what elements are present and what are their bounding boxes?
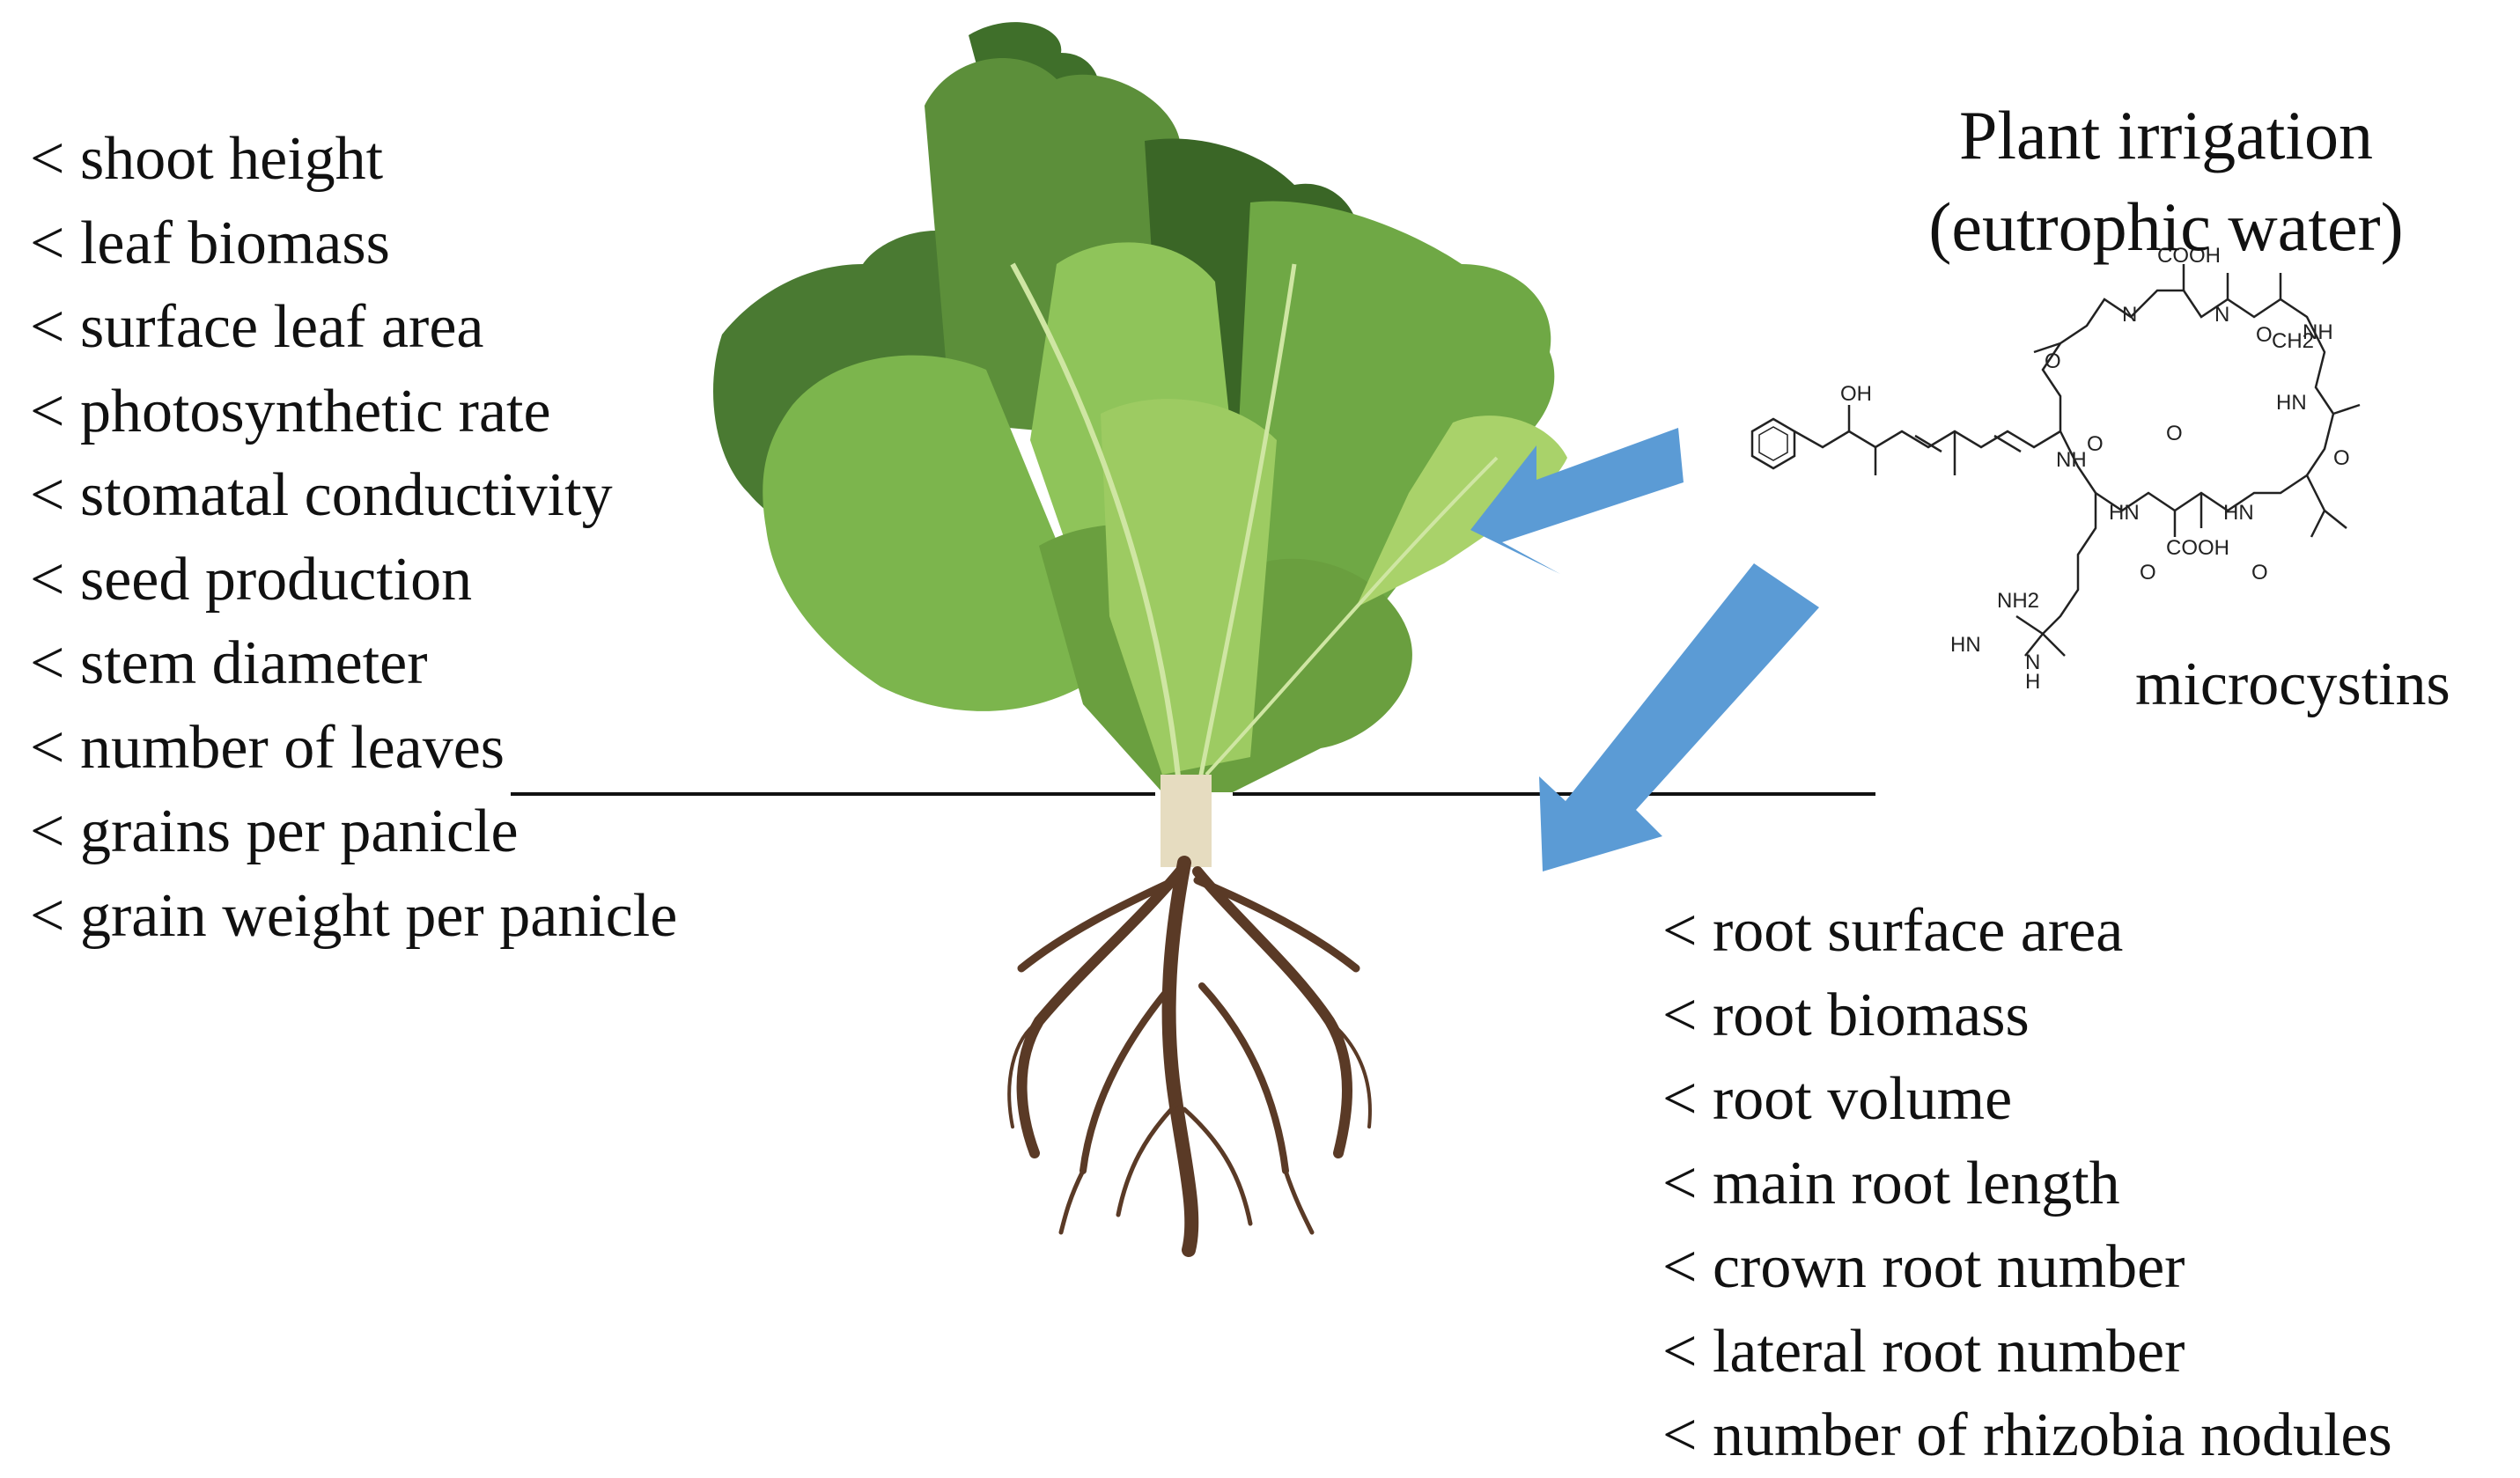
root-effect-item: < main root length: [1662, 1149, 2120, 1217]
root-effect-item: < number of rhizobia nodules: [1662, 1401, 2392, 1469]
shoot-effects-list: < shoot height < leaf biomass < surface …: [30, 117, 677, 958]
chem-label-hn-mid-2: HN: [2223, 501, 2254, 525]
chem-label-nh-left: NH: [2056, 448, 2087, 472]
chem-label-n-methyl-2: N: [2214, 303, 2229, 327]
chem-label-nh-right: NH: [2303, 320, 2333, 344]
chem-label-n-methyl: N: [2122, 303, 2137, 327]
root-effect-item: < crown root number: [1662, 1233, 2185, 1301]
shoot-effect-item: < grains per panicle: [30, 798, 519, 865]
chem-label-cooh-top: COOH: [2157, 244, 2221, 268]
shoot-effect-item: < photosynthetic rate: [30, 377, 551, 445]
chem-label-ch2: CH2: [2272, 329, 2314, 353]
root-effect-item: < lateral root number: [1662, 1317, 2185, 1386]
shoot-effect-item: < grain weight per panicle: [30, 881, 678, 950]
shoot-effect-item: < stomatal conductivity: [30, 461, 613, 529]
chem-label-hn-guan: HN: [1950, 633, 1981, 657]
chem-label-o1: O: [2087, 432, 2104, 456]
title-line-1: Plant irrigation: [1958, 97, 2374, 173]
chem-label-n-guan: N: [2025, 651, 2040, 674]
chem-label-o2: O: [2166, 422, 2183, 445]
chem-label-hn-right: HN: [2276, 391, 2307, 415]
arrow-to-roots: [1539, 563, 1819, 871]
root-effect-item: < root volume: [1662, 1065, 2013, 1133]
title-line-2: (eutrophic water): [1928, 188, 2404, 265]
chem-label-o3: O: [2256, 323, 2273, 347]
shoot-effect-item: < surface leaf area: [30, 293, 484, 361]
root-effect-item: < root biomass: [1662, 981, 2030, 1049]
chem-label-cooh-bottom: COOH: [2166, 536, 2229, 560]
chem-label-o5: O: [2045, 349, 2061, 373]
plant-roots: [1007, 856, 1372, 1257]
molecule-label: microcystins: [2135, 651, 2450, 718]
shoot-effect-item: < leaf biomass: [30, 209, 390, 277]
chem-label-o6: O: [2140, 561, 2156, 585]
chem-label-oh: OH: [1840, 382, 1872, 406]
irrigation-title: Plant irrigation (eutrophic water): [1831, 90, 2501, 273]
lettuce-leaves: [713, 22, 1567, 793]
shoot-effect-item: < stem diameter: [30, 629, 428, 697]
chem-label-hn-mid: HN: [2109, 501, 2140, 525]
chem-label-nh2: NH2: [1997, 589, 2039, 613]
root-effect-item: < root surface area: [1662, 897, 2124, 965]
plant-stem: [1161, 775, 1212, 867]
arrow-to-leaves: [1470, 428, 1684, 574]
chem-label-o4: O: [2333, 446, 2350, 470]
root-effects-list: < root surface area < root biomass < roo…: [1662, 889, 2392, 1478]
shoot-effect-item: < number of leaves: [30, 713, 505, 782]
chem-label-h-guan: H: [2025, 670, 2040, 694]
shoot-effect-item: < seed production: [30, 545, 473, 614]
chem-label-o7: O: [2251, 561, 2268, 585]
shoot-effect-item: < shoot height: [30, 125, 384, 193]
